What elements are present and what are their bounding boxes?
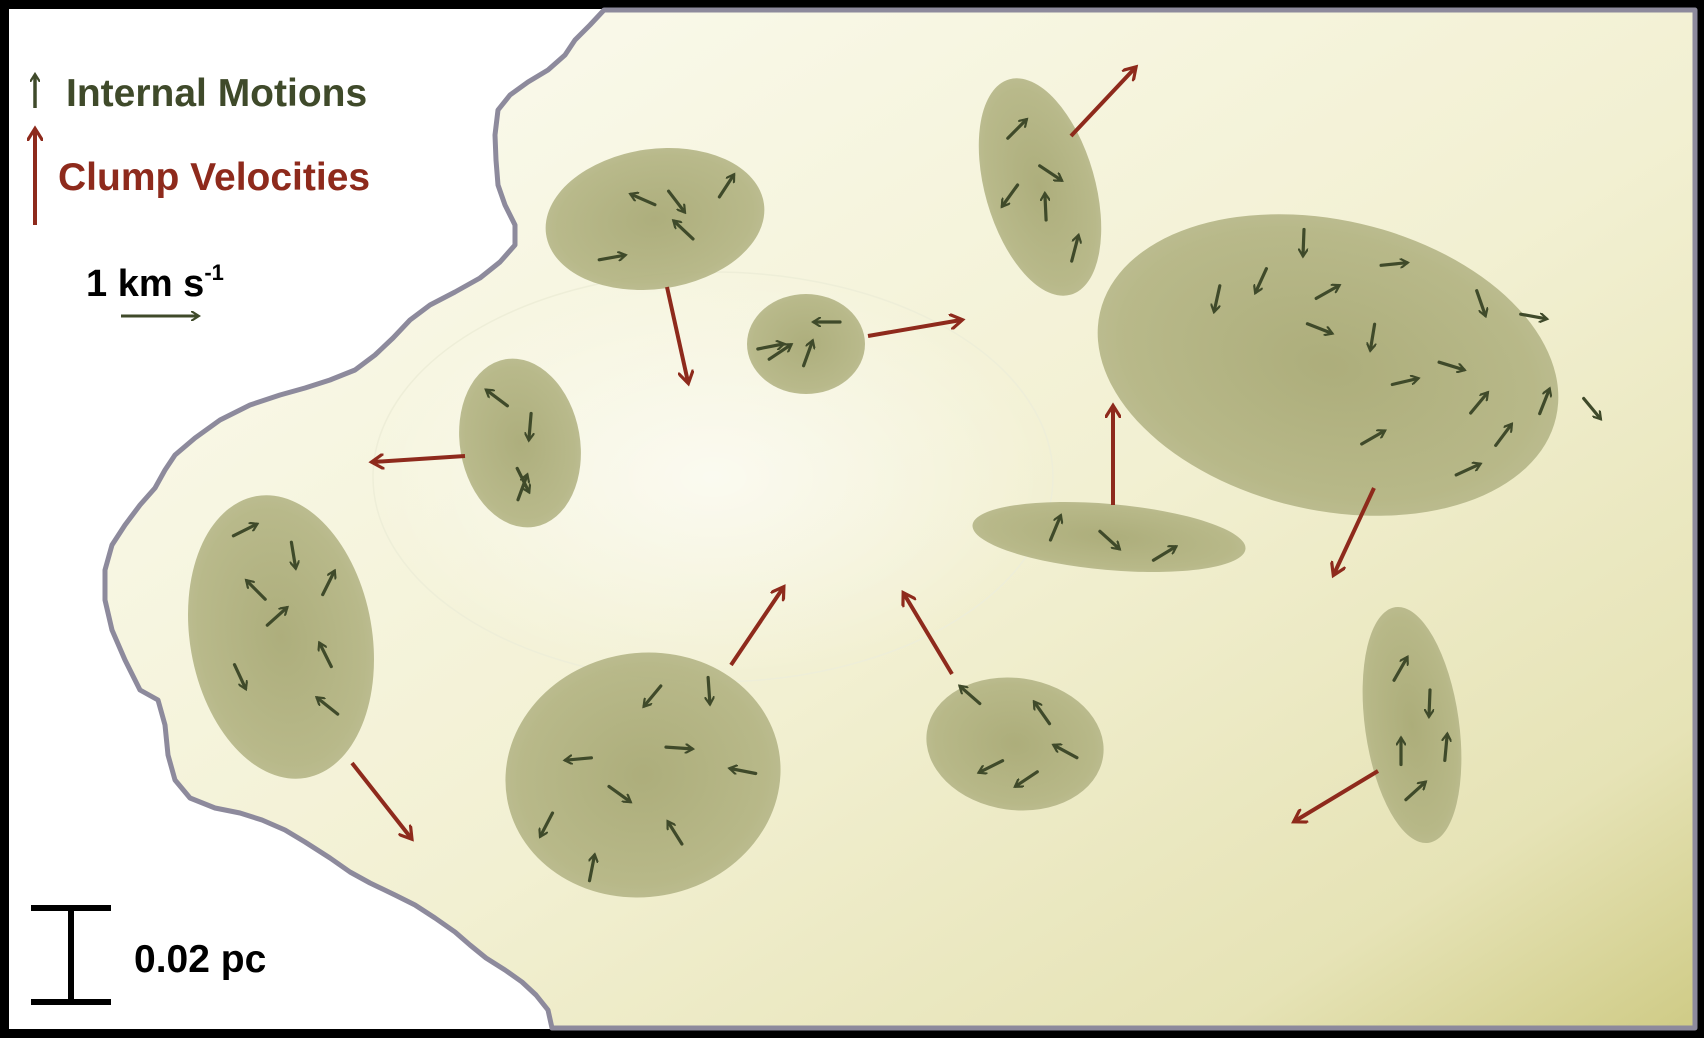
internal-motion-arrow-53 [541,811,555,836]
internal-motion-arrow-47 [644,684,663,706]
internal-motion-arrow-25 [1519,312,1547,319]
internal-motion-arrow-60 [1016,770,1039,786]
internal-motion-arrow-65 [1404,782,1425,802]
internal-motion-arrow-22 [1256,267,1269,293]
velocity-scale: 1 km s-1 [86,260,224,316]
internal-motion-arrow-50 [664,747,692,749]
clump-velocity-arrow-3 [373,456,466,462]
internal-motion-arrow-41 [247,581,267,601]
length-scale: 0.02 pc [31,905,266,1005]
internal-motion-arrow-61 [1392,658,1407,682]
internal-motion-arrow-48 [708,675,710,704]
internal-motion-arrow-30 [1538,389,1550,416]
internal-motion-arrow-34 [1494,425,1512,447]
clump-velocity-arrow-4 [1069,68,1135,138]
internal-motion-arrow-1 [631,194,657,207]
internal-motion-arrow-11 [529,411,531,440]
internal-motion-arrow-8 [756,344,783,351]
clump-velocity-arrow-10 [1295,769,1380,821]
clump-velocity-arrow-5 [1334,487,1376,574]
internal-motion-arrows [231,120,1601,883]
clump-velocity-arrows [350,68,1380,838]
internal-motion-arrow-62 [1429,688,1430,716]
internal-motion-arrow-20 [1379,263,1407,266]
internal-motion-arrow-54 [668,822,684,846]
internal-motion-arrow-18 [1070,236,1079,263]
clump-velocity-arrow-2 [867,320,961,338]
internal-motion-arrow-23 [1314,286,1339,300]
internal-motion-arrow-32 [1454,464,1480,477]
clump-velocity-arrow-1 [665,286,688,382]
internal-motion-arrow-13 [516,475,527,502]
clump-4 [978,78,1102,296]
internal-motion-arrow-33 [1469,393,1488,415]
internal-motion-arrow-15 [1038,164,1062,180]
internal-motion-arrow-37 [1098,529,1119,548]
clump-velocity-arrow-8 [729,588,783,667]
internal-motion-arrow-57 [1035,702,1052,726]
clump-velocity-arrow-9 [904,594,954,676]
internal-motion-arrow-56 [960,686,982,706]
clump-3 [459,358,581,528]
internal-motion-arrow-3 [717,175,733,199]
clump-velocities-label: Clump Velocities [58,156,370,199]
internal-motion-arrow-6 [767,345,791,361]
internal-motion-arrow-52 [730,769,758,776]
internal-motion-arrow-58 [979,759,1005,773]
internal-motion-arrow-40 [291,540,295,568]
internal-motion-arrow-21 [1214,284,1222,311]
internal-motion-arrow-17 [1045,194,1046,222]
internal-motion-arrow-44 [320,643,333,669]
length-scale-label: 0.02 pc [134,938,266,981]
clump-5 [1097,214,1559,516]
internal-motion-arrow-2 [666,189,685,212]
internal-motion-arrow-19 [1303,227,1304,256]
internal-motion-arrow-27 [1370,322,1374,350]
internal-motion-arrow-31 [1360,431,1385,446]
internal-motions-label: Internal Motions [66,72,367,115]
internal-motion-arrow-64 [1445,735,1447,763]
internal-motion-arrow-4 [674,221,695,241]
internal-motion-arrow-9 [801,341,813,368]
internal-motion-arrow-46 [317,698,340,716]
clump-10 [1362,606,1462,844]
clump-2 [747,294,865,394]
internal-motion-arrow-55 [587,855,595,883]
velocity-scale-label: 1 km s-1 [86,260,224,305]
internal-motion-arrow-49 [566,758,594,760]
internal-motion-arrow-51 [607,784,630,801]
internal-motion-arrow-39 [231,524,256,538]
clump-8 [505,652,781,898]
internal-motion-arrow-29 [1390,379,1417,387]
internal-motion-arrow-16 [1002,183,1020,206]
internal-motion-arrow-10 [487,390,509,408]
internal-motion-arrow-28 [1437,360,1464,370]
internal-motion-arrow-45 [232,663,246,689]
internal-motion-arrow-43 [265,608,286,627]
internal-motion-arrow-36 [1048,516,1061,542]
internal-motion-arrow-42 [321,571,335,597]
clump-9 [926,677,1104,811]
internal-motion-arrow-5 [597,255,625,262]
internal-motion-arrow-14 [1006,120,1026,140]
internal-motion-arrow-59 [1054,745,1079,760]
internal-motion-arrow-35 [1582,396,1601,419]
clump-1 [545,148,765,290]
internal-motion-arrow-24 [1475,289,1486,316]
internal-motion-arrow-38 [1151,547,1175,562]
legend: Internal Motions Clump Velocities [35,72,370,225]
clump-velocity-arrow-7 [350,761,411,838]
internal-motion-arrow-26 [1305,322,1331,333]
